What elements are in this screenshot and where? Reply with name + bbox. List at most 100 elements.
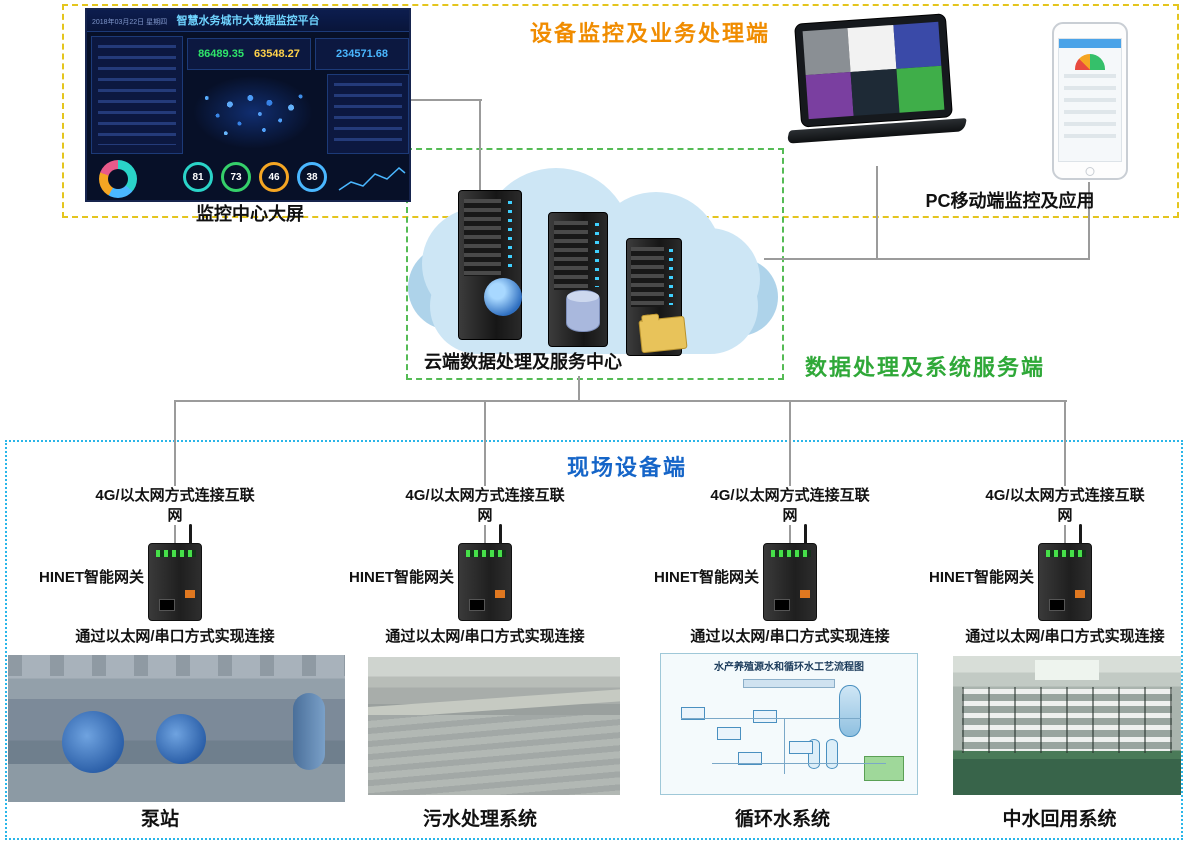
server-slats (553, 221, 589, 291)
gateway-clip (495, 590, 505, 598)
hinet-gateway-device (1038, 524, 1092, 621)
line-laptop-down (876, 166, 878, 260)
server-leds (594, 223, 599, 287)
server-leds (508, 201, 513, 273)
gateway-port (469, 599, 485, 611)
dashboard-stats-right: 234571.68 (315, 38, 409, 70)
dashboard-stats-left: 86489.35 63548.27 (187, 38, 311, 70)
gauge-3-value: 46 (268, 171, 280, 183)
pc-mobile-caption: PC移动端监控及应用 (925, 191, 1095, 211)
service-zone-title: 数据处理及系统服务端 (804, 355, 1045, 380)
cloud-server-cluster (408, 150, 780, 376)
gauge-1-value: 81 (192, 171, 204, 183)
gateway-label: HINET智能网关 (348, 569, 454, 586)
schematic-flow-line (712, 763, 887, 765)
connection-internet-label: 4G/以太网方式连接互联网 (980, 486, 1150, 525)
antenna-icon (189, 524, 192, 544)
connection-internet-label: 4G/以太网方式连接互联网 (705, 486, 875, 525)
dashboard-title: 智慧水务城市大数据监控平台 (176, 15, 320, 27)
gauge-2-value: 73 (230, 171, 242, 183)
line-col3-drop (789, 400, 791, 547)
photo-detail (292, 693, 325, 770)
site-label: 中水回用系统 (1002, 809, 1117, 830)
schematic-box (717, 726, 742, 740)
photo-detail (962, 686, 1172, 754)
monitor-zone-title: 设备监控及业务处理端 (529, 21, 770, 46)
gateway-leds (466, 550, 506, 557)
line-col2-drop (484, 400, 486, 547)
stat-value-2: 63548.27 (254, 48, 300, 60)
site-label: 污水处理系统 (422, 809, 537, 830)
screen-color-block (805, 72, 854, 120)
circulating-water-schematic: 水产养殖源水和循环水工艺流程图 (660, 653, 918, 795)
gateway-clip (800, 590, 810, 598)
gateway-leds (156, 550, 196, 557)
pump-station-photo (8, 655, 345, 802)
schematic-title: 水产养殖源水和循环水工艺流程图 (714, 662, 864, 673)
schematic-flow-line (783, 718, 785, 775)
schematic-tall-tank (838, 684, 861, 737)
globe-icon (484, 278, 522, 316)
line-field-spine (174, 400, 1067, 402)
site-label: 泵站 (140, 809, 179, 830)
gauge-4: 38 (297, 162, 327, 192)
photo-detail (368, 714, 620, 795)
gateway-label: HINET智能网关 (653, 569, 759, 586)
schematic-box (681, 707, 706, 721)
gauge-1: 81 (183, 162, 213, 192)
world-map-visual (185, 74, 321, 154)
server-leds (669, 249, 674, 305)
dashboard-header: 智慧水务城市大数据监控平台 (87, 10, 409, 32)
antenna-icon (804, 524, 807, 544)
site-label: 循环水系统 (734, 809, 830, 830)
line-cloud-to-devices-h (764, 258, 1090, 260)
line-cloud-down (578, 376, 580, 402)
schematic-box (737, 752, 762, 765)
gateway-label: HINET智能网关 (928, 569, 1034, 586)
gateway-clip (1075, 590, 1085, 598)
gateway-port (159, 599, 175, 611)
gateway-port (774, 599, 790, 611)
smartphone (1052, 22, 1128, 180)
connection-serial-label: 通过以太网/串口方式实现连接 (60, 627, 290, 647)
gauge-3: 46 (259, 162, 289, 192)
field-zone-box (5, 440, 1183, 840)
monitor-center-dashboard: 智慧水务城市大数据监控平台 2018年03月22日 星期四 86489.35 6… (85, 8, 411, 202)
field-zone-title: 现场设备端 (566, 455, 687, 480)
server-slats (463, 199, 502, 276)
dashboard-left-panel (91, 36, 183, 154)
connection-serial-label: 通过以太网/串口方式实现连接 (370, 627, 600, 647)
cloud-zone-box (406, 148, 784, 380)
photo-detail (156, 713, 207, 764)
dashboard-date: 2018年03月22日 星期四 (92, 19, 168, 26)
gauge-4-value: 38 (306, 171, 318, 183)
line-phone-down (1088, 182, 1090, 260)
cloud-caption: 云端数据处理及服务中心 (424, 352, 622, 372)
line-dashboard-to-cloud-v (479, 99, 481, 197)
gateway-clip (185, 590, 195, 598)
schematic-green-tank (864, 756, 905, 782)
screen-color-block (893, 21, 942, 69)
schematic-header-band (742, 679, 836, 689)
line-dashboard-to-cloud-h (410, 99, 482, 101)
line-chart (338, 167, 406, 191)
database-icon (566, 290, 600, 332)
line-col1-drop (174, 400, 176, 547)
connection-serial-label: 通过以太网/串口方式实现连接 (675, 627, 905, 647)
stat-value-1: 86489.35 (198, 48, 244, 60)
water-reuse-photo (953, 656, 1181, 795)
connection-internet-label: 4G/以太网方式连接互联网 (400, 486, 570, 525)
sewage-treatment-photo (368, 657, 620, 795)
phone-screen (1058, 38, 1122, 162)
schematic-box (753, 710, 778, 723)
hinet-gateway-device (763, 524, 817, 621)
dashboard-caption: 监控中心大屏 (196, 204, 304, 224)
gateway-leds (771, 550, 811, 557)
antenna-icon (1079, 524, 1082, 544)
schematic-flow-line (681, 718, 861, 720)
schematic-cylinder (825, 738, 838, 769)
donut-chart (99, 160, 137, 198)
server-tower-1 (458, 190, 522, 340)
screen-color-block (896, 65, 945, 113)
